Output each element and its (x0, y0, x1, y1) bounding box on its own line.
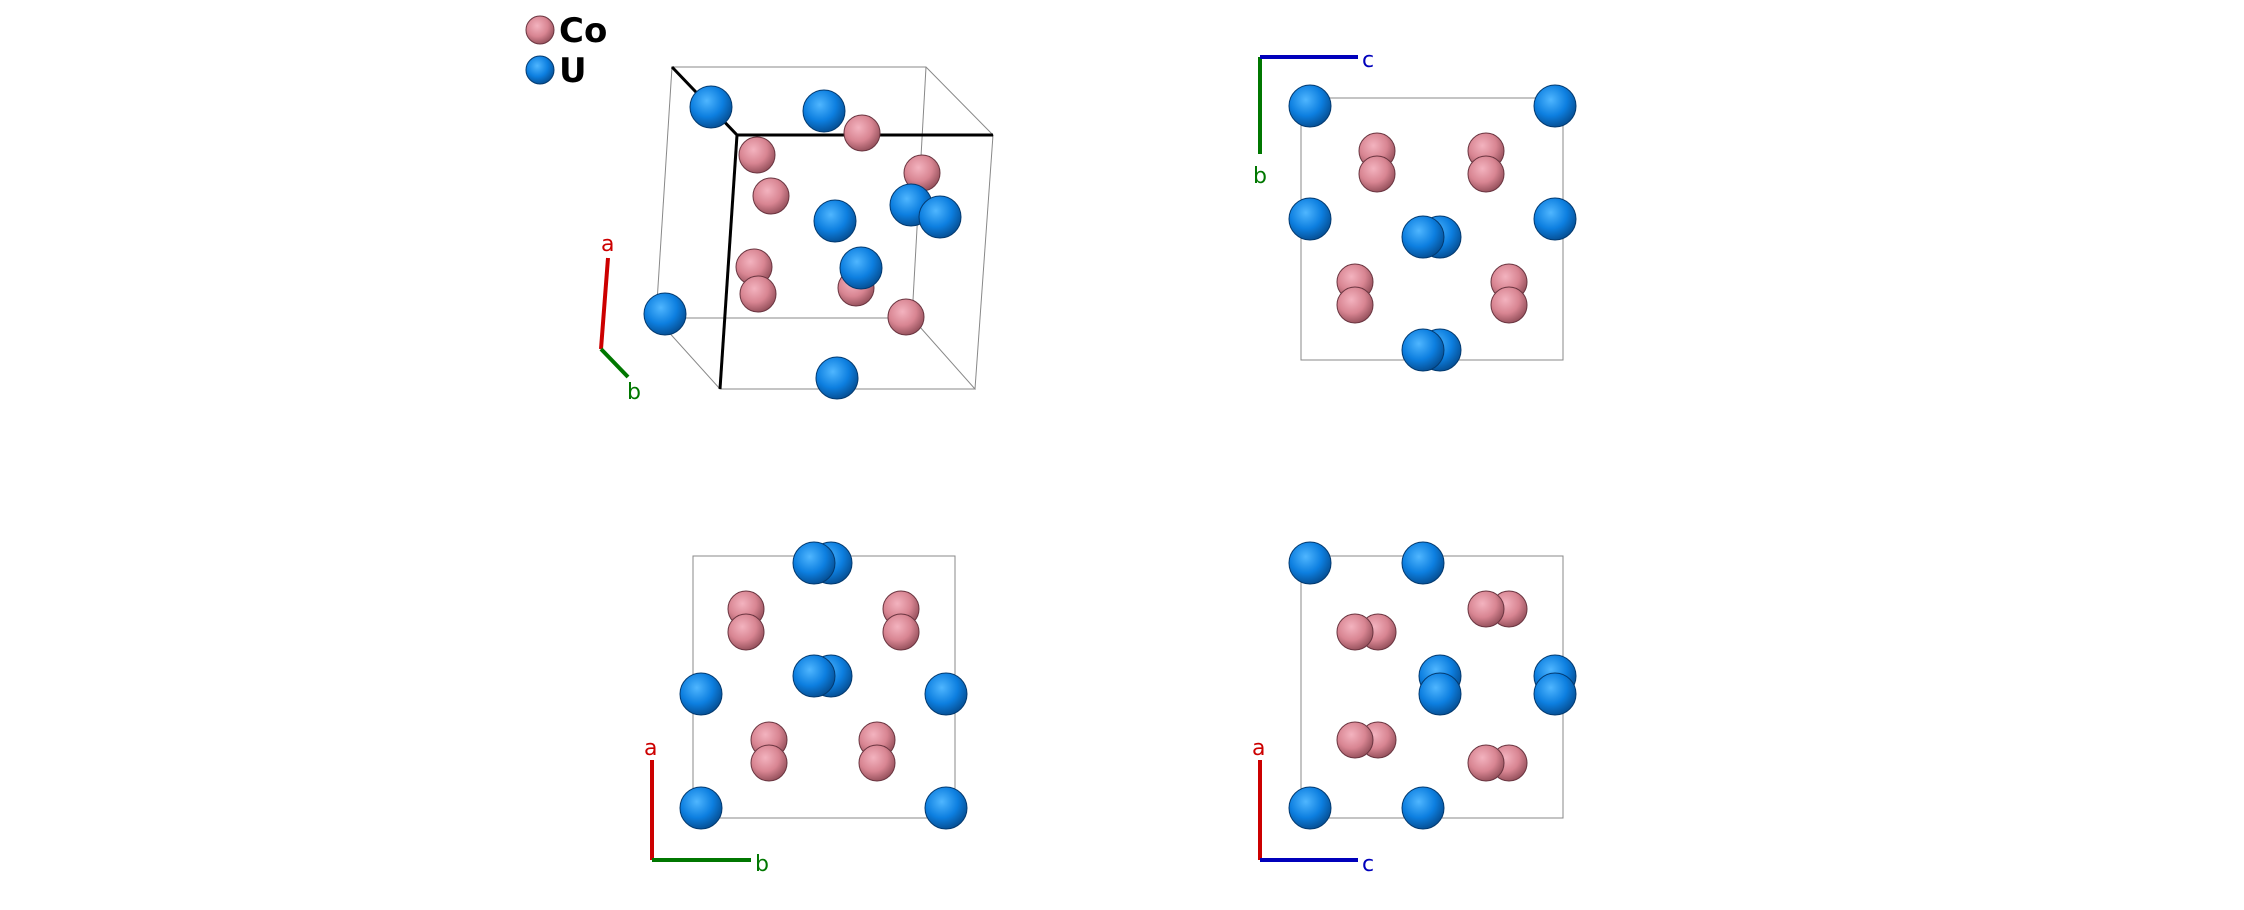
u-atom (679, 786, 723, 830)
view-a-c: a c (1252, 541, 1577, 877)
co-legend-swatch (525, 15, 555, 45)
b-axis-line (599, 347, 630, 379)
co-atom (1467, 155, 1505, 193)
b-axis-label: b (627, 380, 641, 405)
u-atom (924, 672, 968, 716)
b-axis-label: b (755, 852, 769, 877)
u-atom (1418, 672, 1462, 716)
co-atom (887, 298, 925, 336)
u-atom (1401, 541, 1445, 585)
u-atom (1401, 786, 1445, 830)
axis-indicator: a b (599, 232, 641, 405)
view-b-c: b c (1253, 48, 1577, 372)
legend: Co U (525, 11, 607, 91)
co-atom (1336, 613, 1374, 651)
u-atom (813, 199, 857, 243)
perspective-view: a b (599, 65, 995, 405)
co-atom (1336, 721, 1374, 759)
u-atom (1288, 84, 1332, 128)
co-atom (1490, 286, 1528, 324)
atoms (643, 85, 962, 400)
co-atom (1336, 286, 1374, 324)
u-atom (1288, 786, 1332, 830)
b-axis-label: b (1253, 164, 1267, 189)
co-atom (727, 613, 765, 651)
co-atom (738, 136, 776, 174)
atoms (679, 541, 968, 830)
axis-indicator: b c (1253, 48, 1374, 189)
legend-item-u: U (525, 51, 587, 91)
u-atom (1533, 672, 1577, 716)
axis-indicator: a c (1252, 736, 1374, 877)
a-axis-label: a (601, 232, 614, 257)
co-atom (1467, 590, 1505, 628)
legend-item-co: Co (525, 11, 607, 51)
u-atom (792, 541, 836, 585)
u-atom (802, 89, 846, 133)
u-atom (1288, 541, 1332, 585)
legend-label-co: Co (559, 11, 607, 51)
u-atom (689, 85, 733, 129)
u-atom (815, 356, 859, 400)
co-atom (1467, 744, 1505, 782)
atoms (1288, 541, 1577, 830)
c-axis-label: c (1362, 48, 1374, 73)
u-atom (1401, 328, 1445, 372)
u-atom (679, 672, 723, 716)
u-atom (1288, 197, 1332, 241)
u-atom (924, 786, 968, 830)
view-a-b: a b (644, 541, 968, 877)
co-atom (858, 744, 896, 782)
c-axis-label: c (1362, 852, 1374, 877)
u-atom (918, 195, 962, 239)
a-axis-label: a (644, 736, 657, 761)
u-atom (1533, 84, 1577, 128)
co-atom (1358, 155, 1396, 193)
co-atom (882, 613, 920, 651)
co-atom (739, 275, 777, 313)
u-atom (839, 246, 883, 290)
co-atom (752, 177, 790, 215)
a-axis-label: a (1252, 736, 1265, 761)
u-atom (1401, 215, 1445, 259)
co-atom (843, 114, 881, 152)
co-atom (750, 744, 788, 782)
u-atom (1533, 197, 1577, 241)
atoms (1288, 84, 1577, 372)
u-legend-swatch (525, 55, 555, 85)
axis-indicator: a b (644, 736, 769, 877)
a-axis-line (599, 257, 610, 350)
u-atom (792, 654, 836, 698)
u-atom (643, 292, 687, 336)
legend-label-u: U (559, 51, 587, 91)
